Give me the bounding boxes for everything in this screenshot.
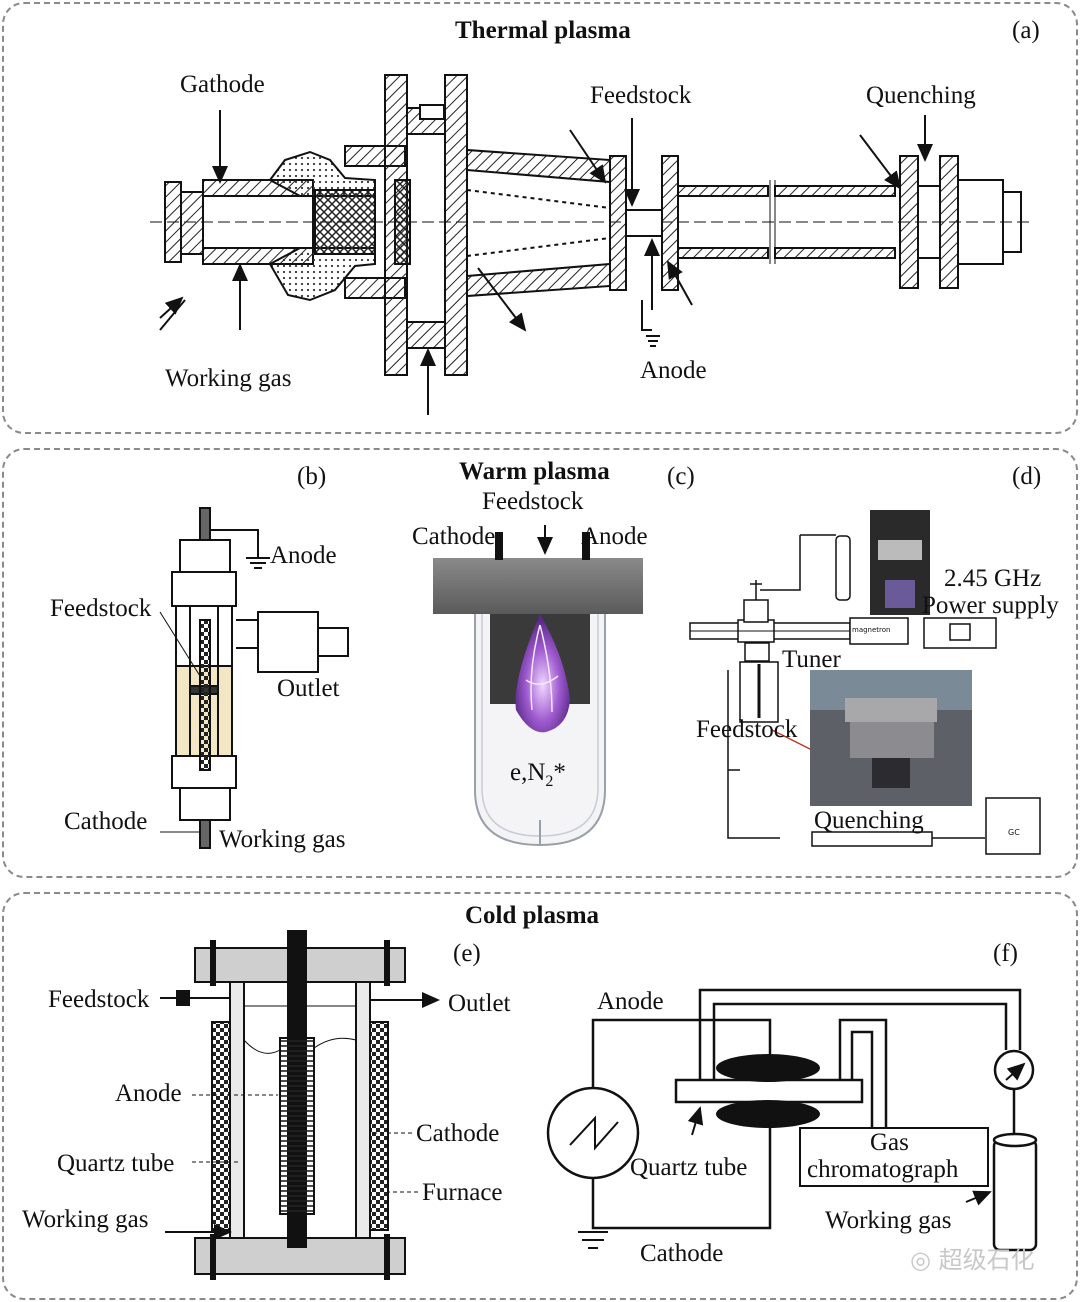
dbd-setup-drawing (546, 988, 1038, 1252)
d-tuner-label: Tuner (782, 646, 841, 673)
glide-arc-reactor-drawing (159, 507, 349, 849)
thermal-anode-label: Anode (640, 357, 707, 384)
c-cathode-label: Cathode (412, 523, 496, 550)
thermal-plasma-title: Thermal plasma (455, 17, 631, 44)
b-outlet-label: Outlet (277, 675, 340, 702)
warm-plasma-panel (2, 448, 1078, 878)
e-anode-label: Anode (115, 1080, 182, 1107)
d-quenching-label: Quenching (814, 807, 924, 834)
cold-plasma-title: Cold plasma (465, 902, 600, 929)
f-gas-label: Gas (870, 1129, 909, 1156)
e-furnace-label: Furnace (422, 1179, 503, 1206)
f-working-gas-label: Working gas (825, 1207, 952, 1234)
b-cathode-label: Cathode (64, 808, 148, 835)
c-anode-label: Anode (581, 523, 648, 550)
e-outlet-label: Outlet (448, 990, 511, 1017)
e-working-gas-label: Working gas (22, 1206, 149, 1233)
f-anode-label: Anode (597, 988, 664, 1015)
e-quartz-tube-label: Quartz tube (57, 1150, 175, 1177)
thermal-cathode-label: Gathode (180, 71, 265, 98)
thermal-plasma-panel (2, 2, 1078, 434)
f-chromatograph-label: chromatograph (807, 1156, 959, 1183)
panel-a-label: (a) (1012, 17, 1040, 44)
dbd-tube-reactor-drawing (160, 930, 440, 1280)
wechat-icon: ◎ (910, 1246, 939, 1274)
d-magnetron-label: magnetron (852, 626, 891, 634)
f-cathode-label: Cathode (640, 1240, 724, 1267)
f-quartz-tube-label: Quartz tube (630, 1154, 748, 1181)
warm-plasma-title: Warm plasma (459, 458, 610, 485)
d-gc-label: GC (1008, 828, 1020, 837)
d-power-supply-label: Power supply (922, 592, 1059, 619)
c-feedstock-label: Feedstock (482, 488, 584, 515)
cold-plasma-panel (2, 892, 1078, 1300)
microwave-plasma-drawing (689, 510, 1041, 855)
panel-d-label: (d) (1012, 463, 1042, 490)
panel-c-label: (c) (667, 463, 695, 490)
thermal-working-gas-label: Working gas (165, 365, 292, 392)
panel-e-label: (e) (453, 940, 481, 967)
watermark: ◎ 超级石化 (910, 1246, 1035, 1274)
e-feedstock-label: Feedstock (48, 986, 150, 1013)
thermal-torch-drawing (150, 74, 1030, 415)
d-frequency-label: 2.45 GHz (944, 565, 1042, 592)
b-working-gas-label: Working gas (219, 826, 346, 853)
thermal-feedstock-label: Feedstock (590, 82, 692, 109)
b-feedstock-label: Feedstock (50, 595, 152, 622)
c-species-label: e,N2* (510, 759, 566, 790)
warm-plasma-reactor-drawing (433, 525, 643, 847)
panel-b-label: (b) (297, 463, 327, 490)
thermal-quenching-label: Quenching (866, 82, 976, 109)
d-feedstock-label: Feedstock (696, 716, 798, 743)
e-cathode-label: Cathode (416, 1120, 500, 1147)
panel-f-label: (f) (993, 940, 1018, 967)
b-anode-label: Anode (270, 542, 337, 569)
